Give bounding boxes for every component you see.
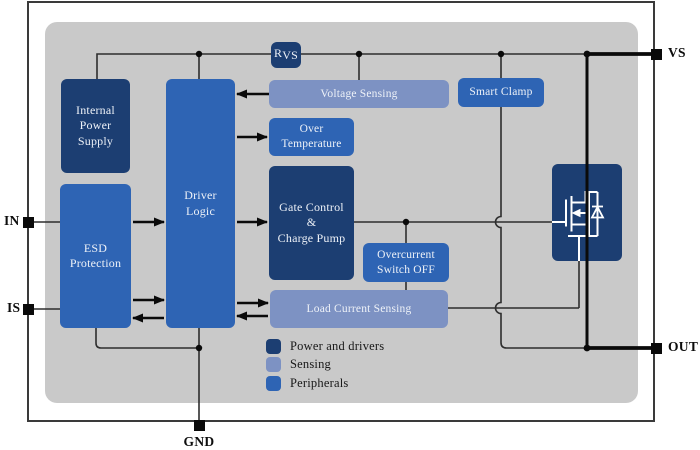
pin-out — [650, 342, 662, 354]
pin-gnd — [193, 419, 205, 431]
driver-logic-label: Driver Logic — [184, 188, 217, 218]
pin-label-in: IN — [4, 213, 20, 228]
pin-in — [22, 216, 34, 228]
pin-label-vs: VS — [668, 45, 686, 60]
smart-clamp-label: Smart Clamp — [469, 86, 533, 99]
block-power-mosfet — [552, 164, 622, 261]
esd-protection-label: ESD Protection — [69, 240, 122, 270]
block-voltage-sensing: Voltage Sensing — [269, 80, 449, 108]
block-gate-control-charge-pump: Gate Control & Charge Pump — [269, 166, 354, 280]
package-outline — [27, 1, 655, 422]
gate-control-label: Gate Control & Charge Pump — [277, 199, 346, 245]
over-temperature-label: Over Temperature — [281, 123, 342, 150]
legend-item-peripherals: Peripherals — [266, 374, 384, 393]
block-over-temperature: Over Temperature — [269, 118, 354, 156]
legend: Power and drivers Sensing Peripherals — [266, 337, 384, 393]
block-load-current-sensing: Load Current Sensing — [270, 290, 448, 328]
legend-item-power: Power and drivers — [266, 337, 384, 356]
block-rvs: RVS — [271, 42, 301, 68]
block-smart-clamp: Smart Clamp — [458, 78, 544, 107]
voltage-sensing-label: Voltage Sensing — [320, 87, 398, 100]
pin-vs — [650, 48, 662, 60]
legend-label-power: Power and drivers — [290, 338, 385, 353]
legend-swatch-power — [266, 338, 281, 354]
overcurrent-switch-off-label: Overcurrent Switch OFF — [377, 248, 435, 276]
load-current-sensing-label: Load Current Sensing — [306, 302, 412, 315]
pin-is — [22, 303, 34, 315]
internal-power-supply-label: Internal Power Supply — [76, 102, 115, 148]
legend-swatch-peripherals — [266, 375, 281, 391]
pin-label-is: IS — [7, 300, 21, 315]
legend-label-peripherals: Peripherals — [290, 375, 349, 390]
block-internal-power-supply: Internal Power Supply — [61, 79, 130, 173]
legend-item-sensing: Sensing — [266, 356, 384, 375]
block-driver-logic: Driver Logic — [166, 79, 235, 328]
legend-label-sensing: Sensing — [290, 357, 331, 372]
pin-label-gnd: GND — [183, 434, 215, 449]
legend-swatch-sensing — [266, 357, 281, 373]
block-esd-protection: ESD Protection — [60, 184, 131, 328]
block-overcurrent-switch-off: Overcurrent Switch OFF — [363, 243, 449, 282]
pin-label-out: OUT — [668, 339, 699, 354]
rvs-label: RVS — [274, 46, 298, 63]
